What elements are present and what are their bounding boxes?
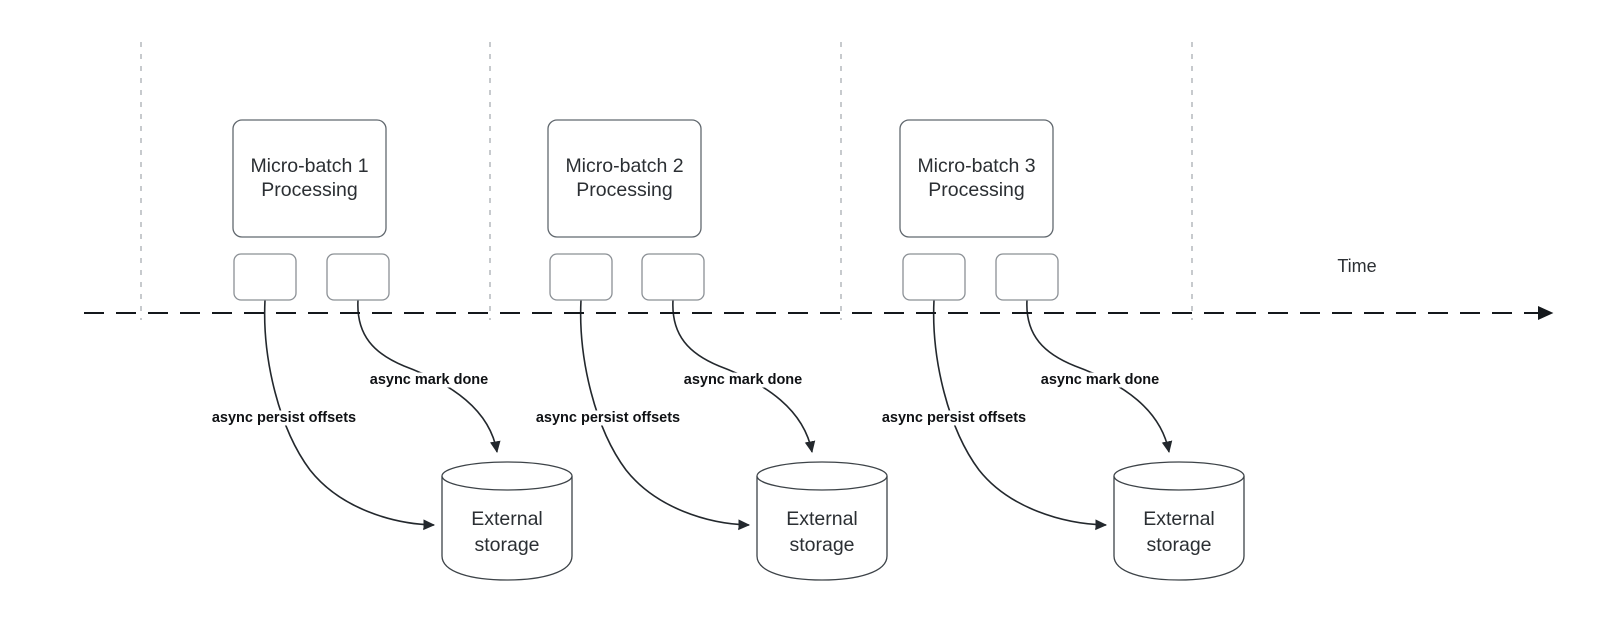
edge-label-persist-offsets-2-halo: async persist offsets (536, 410, 680, 426)
external-storage-2-top (756, 461, 888, 491)
micro-batch-1-task-b[interactable] (326, 253, 390, 301)
edge-label-mark-done-1-halo: async mark done (370, 372, 488, 388)
external-storage-3-body (1113, 476, 1245, 581)
external-storage-2-group[interactable]: External storage (756, 461, 888, 581)
edge-label-persist-offsets-3: async persist offsets (882, 410, 1026, 426)
edge-persist-offsets-1 (263, 299, 436, 531)
micro-batch-3-title-line2: Processing (928, 179, 1024, 201)
external-storage-3-label-line1: External (1143, 508, 1215, 530)
micro-batch-2-task-b[interactable] (641, 253, 705, 301)
micro-batch-2-group: Micro-batch 2 Processing (547, 119, 705, 301)
edge-mark-done-1 (357, 299, 501, 454)
micro-batch-2-title-line1: Micro-batch 2 (565, 155, 683, 177)
edge-label-persist-offsets-1: async persist offsets (212, 410, 356, 426)
edge-label-mark-done-2-halo: async mark done (684, 372, 802, 388)
external-storage-1-group[interactable]: External storage (441, 461, 573, 581)
batch-dividers (140, 42, 1193, 320)
timeline-axis: Time (84, 256, 1554, 320)
edge-mark-done-2 (672, 299, 816, 454)
micro-batch-1-title-line1: Micro-batch 1 (250, 155, 368, 177)
micro-batch-1-group: Micro-batch 1 Processing (232, 119, 390, 301)
flow-edges (263, 299, 1173, 531)
edge-label-mark-done-3-halo: async mark done (1041, 372, 1159, 388)
micro-batch-2-task-a[interactable] (549, 253, 613, 301)
micro-batch-3-task-b[interactable] (995, 253, 1059, 301)
micro-batch-2-title-line2: Processing (576, 179, 672, 201)
edge-label-persist-offsets-2: async persist offsets (536, 410, 680, 426)
edge-persist-offsets-3 (932, 299, 1108, 531)
edge-mark-done-3 (1026, 299, 1173, 454)
edge-persist-offsets-2 (579, 299, 751, 531)
micro-batch-1-task-a[interactable] (233, 253, 297, 301)
external-storage-1-label-line2: storage (474, 534, 539, 556)
micro-batch-1-title-line2: Processing (261, 179, 357, 201)
external-storage-1-body (441, 476, 573, 581)
external-storage-2-body (756, 476, 888, 581)
external-storage-1-top (441, 461, 573, 491)
edge-labels: async persist offsets async persist offs… (208, 368, 1162, 429)
external-storage-1-label-line1: External (471, 508, 543, 530)
edge-label-persist-offsets-1-halo: async persist offsets (212, 410, 356, 426)
timeline-label: Time (1337, 256, 1376, 276)
edge-label-mark-done-2: async mark done (684, 372, 802, 388)
external-storage-2-label-line2: storage (789, 534, 854, 556)
external-storage-3-top (1113, 461, 1245, 491)
external-storage-2-label-line1: External (786, 508, 858, 530)
external-storage-3-label-line2: storage (1146, 534, 1211, 556)
micro-batch-3-group: Micro-batch 3 Processing (899, 119, 1059, 301)
micro-batch-1-box[interactable] (232, 119, 387, 238)
micro-batch-3-title-line1: Micro-batch 3 (917, 155, 1035, 177)
edge-label-mark-done-1: async mark done (370, 372, 488, 388)
edge-label-persist-offsets-3-halo: async persist offsets (882, 410, 1026, 426)
micro-batch-3-box[interactable] (899, 119, 1054, 238)
micro-batch-3-task-a[interactable] (902, 253, 966, 301)
external-storage-3-group[interactable]: External storage (1113, 461, 1245, 581)
micro-batch-2-box[interactable] (547, 119, 702, 238)
edge-label-mark-done-3: async mark done (1041, 372, 1159, 388)
